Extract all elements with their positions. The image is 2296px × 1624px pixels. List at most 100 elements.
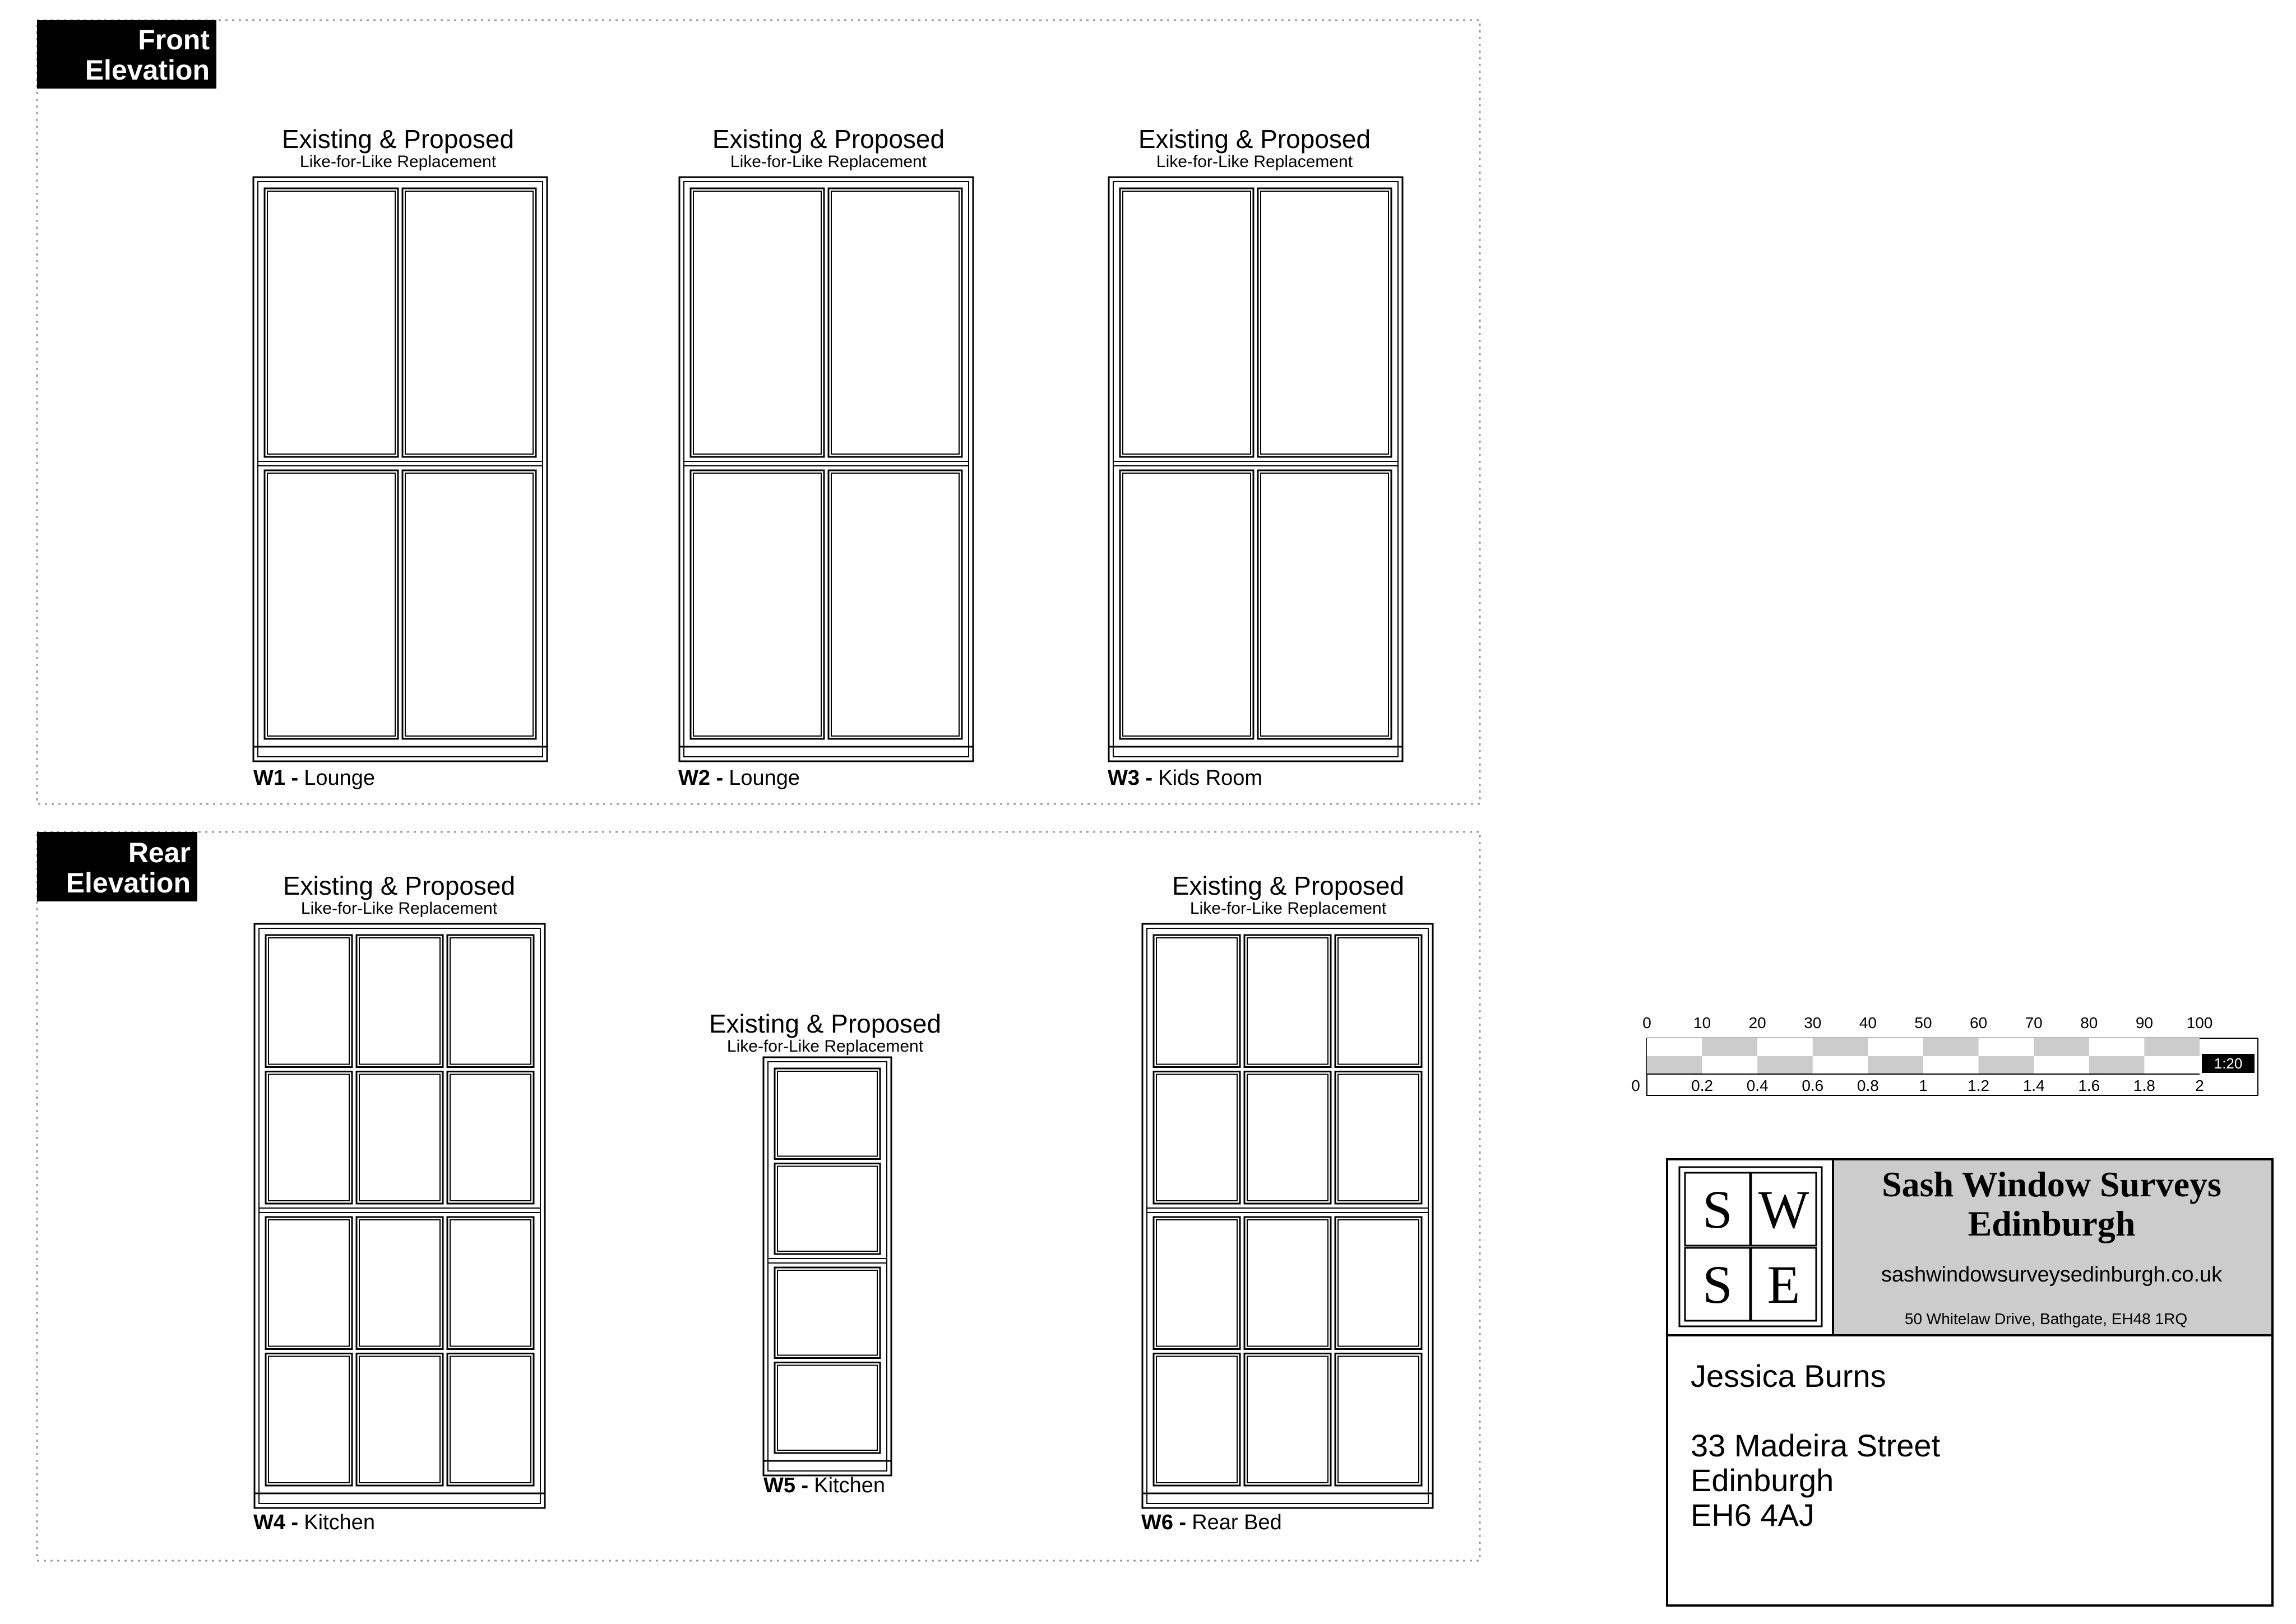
glass-pane-inner [777,1270,878,1356]
glass-pane [1119,469,1255,740]
logo-outer [1678,1166,1823,1327]
w4-room: Kitchen [304,1511,375,1534]
glass-pane-inner [777,1071,878,1157]
glass-pane [1243,1353,1332,1487]
company-name-line1: Sash Window Surveys [1882,1164,2221,1204]
glass-pane-inner [1247,1074,1328,1201]
glass-pane [1152,1216,1241,1350]
glass-pane [446,1353,535,1487]
w1-code: W1 - [253,766,298,790]
w1-heading: Existing & Proposed [282,124,514,154]
glass-pane [1257,469,1392,740]
glass-pane-inner [777,1364,878,1451]
glass-pane [774,1163,881,1255]
w6-label: W6 -Rear Bed [1141,1511,1282,1534]
front-elevation-panel: Front Elevation [36,19,1481,805]
window-outer-frame [1108,176,1404,762]
client-address-line3: EH6 4AJ [1691,1497,1814,1533]
company-website: sashwindowsurveysedinburgh.co.uk [1881,1263,2223,1287]
glass-pane [1152,1071,1241,1205]
glass-pane [1334,1353,1423,1487]
front-elevation-title-line2: Elevation [85,54,210,86]
w4-subheading: Like-for-Like Replacement [301,899,498,918]
window-outer-frame [1141,923,1434,1509]
window-w5 [762,1056,892,1477]
scale-top-label: 50 [1914,1014,1932,1031]
rear-elevation-border [36,831,1481,1562]
glass-pane [446,1071,535,1205]
glass-pane [355,1353,444,1487]
client-address-line1: 33 Madeira Street [1691,1428,1941,1463]
glass-pane [1152,934,1241,1068]
glass-pane-inner [1247,1219,1328,1347]
rear-elevation-title-line1: Rear [128,837,191,868]
front-elevation-label-bg [37,20,216,89]
glass-pane [774,1067,881,1160]
glass-pane-inner [268,937,350,1065]
glass-pane-inner [405,473,534,737]
rear-elevation-title-line2: Elevation [66,867,191,899]
glass-pane [265,934,353,1068]
scale-top-label: 30 [1804,1014,1821,1031]
window-inner-frame [767,1061,887,1472]
w3-label: W3 -Kids Room [1108,766,1262,790]
logo-letter-w: W [1758,1179,1809,1239]
scale-ratio: 1:20 [2214,1055,2243,1072]
logo-cell-tr [1750,1172,1817,1247]
scale-check-bottom [1702,1056,1758,1074]
glass-pane-inner [1156,1219,1238,1347]
logo-letter-s1: S [1702,1179,1732,1239]
glass-pane-inner [1247,1355,1328,1483]
window-w2 [678,176,974,762]
w4-code: W4 - [253,1511,298,1534]
window-outer-frame [678,176,974,762]
glass-pane-inner [359,1074,441,1201]
w3-room: Kids Room [1158,766,1262,790]
scale-bottom-label: 2 [2195,1077,2204,1094]
scale-bottom-label: 0 [1631,1077,1640,1094]
w5-label: W5 -Kitchen [763,1474,885,1497]
w4-label: W4 - Kitchen [253,1511,375,1534]
glass-pane [1334,934,1423,1068]
glass-pane-inner [1260,191,1389,455]
scale-check-top [1978,1038,2034,1056]
scale-check-bottom [1647,1056,1702,1074]
scale-check-top [2034,1038,2089,1056]
window-outer-frame [253,923,546,1509]
scale-top-label: 90 [2136,1014,2153,1031]
window-inner-frame [1146,928,1429,1504]
glass-pane-inner [1122,473,1251,737]
glass-pane-inner [1337,1219,1419,1347]
glass-pane [1243,1071,1332,1205]
w6-subheading: Like-for-Like Replacement [1190,899,1387,918]
scale-check-bottom [1812,1056,1868,1074]
glass-pane-inner [777,1165,878,1252]
glass-pane-inner [831,191,960,455]
logo-letter-e: E [1767,1255,1800,1315]
glass-pane-inner [1156,937,1238,1065]
w5-room: Kitchen [814,1474,885,1497]
scale-bottom-label: 0.4 [1747,1077,1769,1094]
glass-pane [1152,1353,1241,1487]
glass-pane [446,1216,535,1350]
glass-pane [1243,1216,1332,1350]
glass-pane-inner [359,1355,441,1483]
scale-check-bottom [1978,1056,2034,1074]
window-inner-frame [257,181,543,757]
window-inner-frame [1113,181,1399,757]
glass-pane [401,187,537,458]
windows-layer [252,176,1434,1509]
glass-pane [265,1353,353,1487]
scale-bottom-label: 1.8 [2133,1077,2155,1094]
glass-pane-inner [1337,1355,1419,1483]
glass-pane-inner [405,191,534,455]
window-outer-frame [762,1056,892,1477]
glass-pane [265,1216,353,1350]
scale-top-label: 10 [1693,1014,1711,1031]
rear-elevation-label-bg [37,832,197,901]
glass-pane-inner [1156,1074,1238,1201]
w3-heading: Existing & Proposed [1138,124,1371,154]
glass-pane [689,469,825,740]
